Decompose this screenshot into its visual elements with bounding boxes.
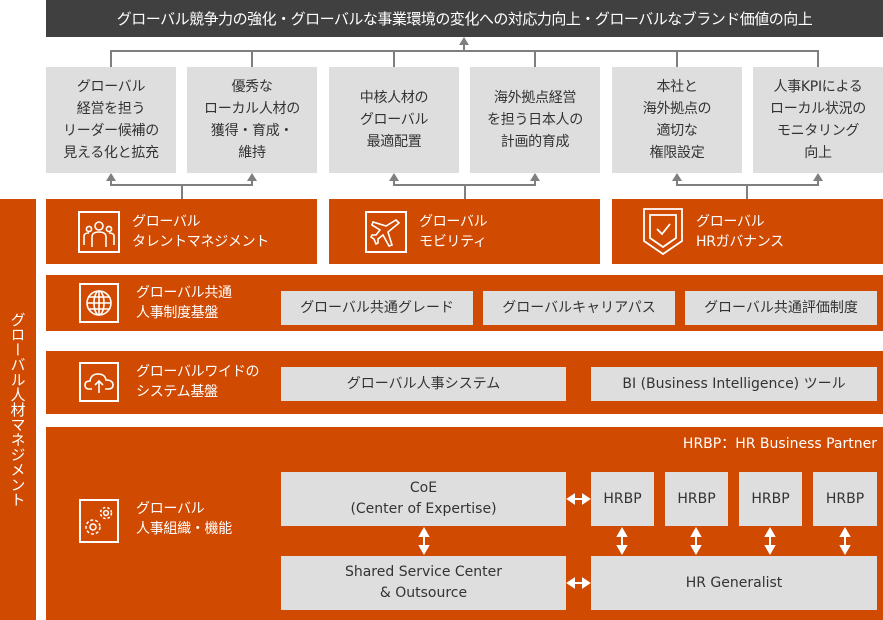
double-arrow-vertical	[764, 526, 776, 556]
org-arrows	[418, 493, 851, 589]
goal-box: グローバル 経営を担う リーダー候補の 見える化と拡充	[46, 67, 176, 173]
goal-box: 海外拠点経営 を担う日本人の 計画的育成	[470, 67, 600, 173]
pillar3-bracket	[676, 180, 819, 186]
shared-service-center-box: Shared Service Center & Outsource	[281, 556, 566, 610]
coe-box: CoE (Center of Expertise)	[281, 472, 566, 526]
pillar-label: グローバル HRガバナンス	[696, 213, 784, 250]
hrbp-note: HRBP：HR Business Partner	[682, 436, 877, 452]
hrbp-box: HRBP	[591, 472, 654, 526]
hrbp-box: HRBP	[665, 472, 728, 526]
system-foundation-row: グローバルワイドの システム基盤 グローバル人事システム BI (Busines…	[46, 351, 883, 414]
shield-check-icon	[642, 207, 684, 257]
pillar2-bracket	[393, 180, 536, 186]
side-label-bar: グローバル人材マネジメント	[0, 199, 36, 620]
row-label: グローバルワイドの システム基盤	[136, 364, 260, 400]
pillar-mobility: グローバル モビリティ	[329, 199, 600, 264]
system-item: グローバル共通グレード	[281, 291, 473, 325]
double-arrow-vertical	[690, 526, 702, 556]
hrbp-box: HRBP	[813, 472, 877, 526]
pillar-hr-governance: グローバル HRガバナンス	[612, 199, 883, 264]
row-label: グローバル 人事組織・機能	[136, 501, 232, 537]
goal-box: 中核人材の グローバル 最適配置	[329, 67, 459, 173]
double-arrow-horizontal	[566, 577, 591, 589]
cloud-upload-icon	[79, 362, 119, 402]
people-icon	[78, 210, 120, 253]
system-item: グローバルキャリアパス	[483, 291, 675, 325]
hrbp-box: HRBP	[739, 472, 802, 526]
double-arrow-vertical	[418, 526, 430, 556]
pillar-talent-management: グローバル タレントマネジメント	[46, 199, 317, 264]
hr-generalist-box: HR Generalist	[591, 556, 877, 610]
hr-system-foundation-row: グローバル共通 人事制度基盤 グローバル共通グレード グローバルキャリアパス グ…	[46, 275, 883, 331]
system-item: BI (Business Intelligence) ツール	[591, 367, 877, 401]
system-item: グローバル人事システム	[281, 367, 566, 401]
globe-icon	[79, 283, 119, 323]
system-item: グローバル共通評価制度	[685, 291, 877, 325]
double-arrow-vertical	[839, 526, 851, 556]
goal-box: 人事KPIによる ローカル状況の モニタリング 向上	[753, 67, 883, 173]
row-label: グローバル共通 人事制度基盤	[136, 285, 232, 321]
double-arrow-horizontal	[566, 493, 591, 505]
top-goal-banner: グローバル競争力の強化・グローバルな事業環境の変化への対応力向上・グローバルなブ…	[46, 0, 883, 37]
top-goal-text: グローバル競争力の強化・グローバルな事業環境の変化への対応力向上・グローバルなブ…	[116, 10, 813, 28]
double-arrow-vertical	[616, 526, 628, 556]
goal-bus-line	[110, 50, 819, 67]
pillar-label: グローバル タレントマネジメント	[132, 213, 269, 250]
up-arrow-head	[459, 37, 469, 45]
side-label: グローバル人材マネジメント	[8, 312, 27, 507]
hr-organization-row: グローバル 人事組織・機能 HRBP：HR Business Partner C…	[46, 427, 883, 620]
goal-box: 本社と 海外拠点の 適切な 権限設定	[612, 67, 742, 173]
pillar-label: グローバル モビリティ	[419, 213, 488, 250]
pillar1-bracket	[110, 180, 253, 186]
airplane-icon	[365, 210, 407, 253]
goal-box: 優秀な ローカル人材の 獲得・育成・ 維持	[187, 67, 317, 173]
gears-icon	[79, 499, 119, 543]
